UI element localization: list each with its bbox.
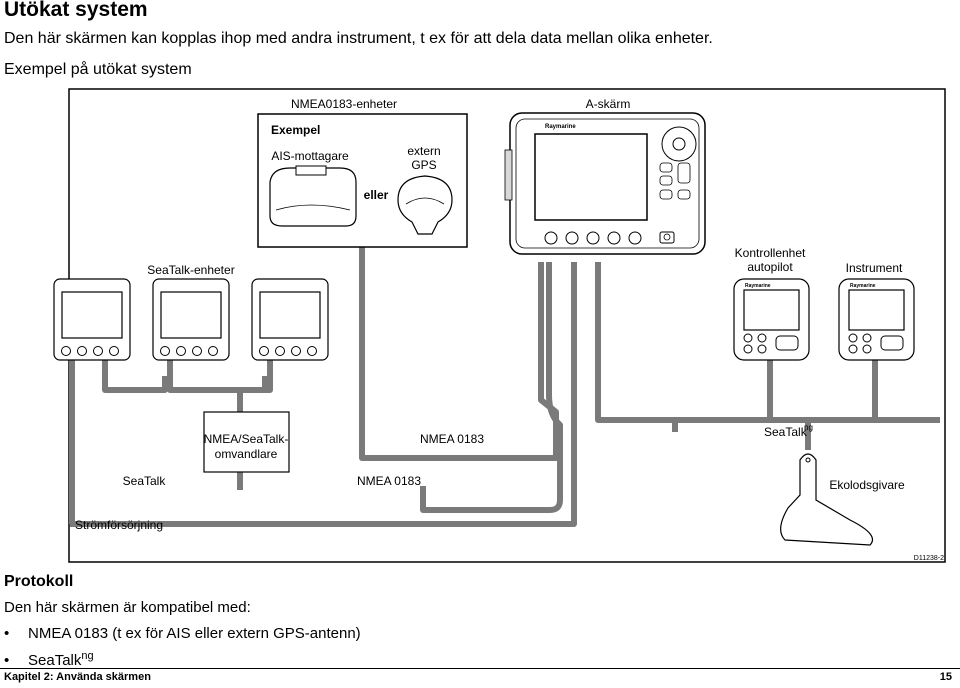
label-nmea-upper: NMEA 0183 — [420, 432, 484, 446]
label-seatalk-units: SeaTalk-enheter — [147, 263, 234, 277]
gps-antenna — [397, 175, 453, 235]
converter-box — [203, 411, 290, 473]
label-autopilot-2: autopilot — [747, 260, 793, 274]
protocol-heading: Protokoll — [4, 573, 74, 590]
label-ais: AIS-mottagare — [271, 149, 349, 163]
label-seatalkng: SeaTalk — [764, 425, 808, 439]
autopilot-brand: Raymarine — [745, 283, 771, 289]
label-converter-1: NMEA/SeaTalk- — [204, 432, 289, 446]
instrument-unit: Raymarine — [838, 278, 915, 361]
label-seatalk: SeaTalk — [123, 474, 167, 488]
autopilot-controller: Raymarine — [733, 278, 810, 361]
seatalk-unit-3 — [251, 278, 329, 361]
label-transducer: Ekolodsgivare — [829, 478, 905, 492]
footer-chapter: Kapitel 2: Använda skärmen — [4, 671, 151, 683]
protocol-item-2-text: SeaTalk — [28, 652, 82, 669]
label-ext-gps-2: GPS — [411, 158, 436, 172]
protocol-item-1-text: NMEA 0183 (t ex för AIS eller extern GPS… — [28, 625, 361, 642]
label-nmea-units: NMEA0183-enheter — [291, 97, 397, 111]
footer-rule — [0, 668, 960, 669]
label-power: Strömförsörjning — [75, 518, 163, 532]
protocol-intro: Den här skärmen är kompatibel med: — [4, 599, 251, 616]
label-code: D11238-2 — [914, 555, 944, 562]
seatalk-unit-2 — [152, 278, 230, 361]
example-heading: Exempel på utökat system — [4, 61, 192, 78]
seatalk-unit-1 — [53, 278, 131, 361]
cables — [69, 203, 940, 527]
protocol-item-1: •NMEA 0183 (t ex för AIS eller extern GP… — [4, 625, 361, 642]
label-autopilot-1: Kontrollenhet — [735, 246, 806, 260]
page-title: Utökat system — [4, 0, 148, 21]
label-a-display: A-skärm — [586, 97, 631, 111]
a-series-display: Raymarine — [504, 112, 706, 255]
label-nmea-lower: NMEA 0183 — [357, 474, 421, 488]
transducer — [780, 453, 874, 546]
label-instrument: Instrument — [846, 261, 903, 275]
footer-page-number: 15 — [939, 671, 952, 683]
instrument-brand: Raymarine — [850, 283, 876, 289]
display-brand: Raymarine — [545, 124, 576, 130]
protocol-item-2: •SeaTalkng — [4, 650, 94, 669]
label-ext-gps-1: extern — [407, 144, 440, 158]
ais-receiver — [269, 165, 357, 227]
label-or: eller — [364, 188, 389, 202]
intro-text: Den här skärmen kan kopplas ihop med and… — [4, 30, 713, 47]
label-seatalkng-sup: ng — [804, 423, 813, 432]
protocol-item-2-sup: ng — [81, 650, 94, 662]
label-example: Exempel — [271, 123, 320, 137]
label-converter-2: omvandlare — [215, 447, 278, 461]
